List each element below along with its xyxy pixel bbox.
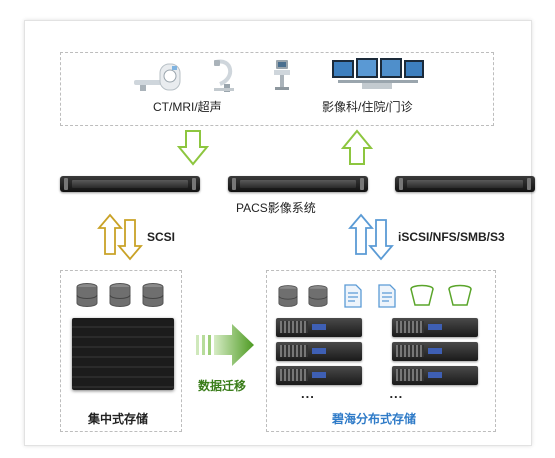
storage-node — [276, 366, 362, 385]
up-arrow-icon — [340, 129, 374, 165]
clinics-label: 影像科/住院/门诊 — [322, 100, 413, 114]
pacs-server-right — [395, 176, 535, 192]
database-icon — [109, 283, 131, 307]
bucket-icon — [448, 284, 472, 306]
storage-node — [392, 366, 478, 385]
document-icon — [378, 284, 396, 308]
more-nodes-ellipsis: ... ... — [301, 386, 404, 401]
ct-scanner-icon — [134, 63, 181, 91]
pacs-server-left — [60, 176, 200, 192]
c-arm-icon — [214, 59, 234, 92]
database-icon — [308, 285, 328, 307]
storage-node — [276, 318, 362, 337]
storage-rack — [72, 318, 174, 390]
database-icon — [278, 285, 298, 307]
scsi-bidirectional-arrow-icon — [97, 213, 143, 261]
down-arrow-icon — [176, 130, 210, 166]
database-icon — [142, 283, 164, 307]
migration-label: 数据迁移 — [198, 379, 247, 393]
centralized-storage-label: 集中式存储 — [88, 412, 149, 426]
bucket-icon — [410, 284, 434, 306]
ip-protocols-label: iSCSI/NFS/SMB/S3 — [398, 230, 505, 244]
pacs-label: PACS影像系统 — [236, 201, 316, 215]
monitor-workstation-icon — [332, 58, 424, 89]
database-icon — [76, 283, 98, 307]
devices-label: CT/MRI/超声 — [153, 100, 222, 114]
storage-node — [392, 318, 478, 337]
ip-bidirectional-arrow-icon — [348, 213, 394, 261]
storage-node — [392, 342, 478, 361]
ultrasound-icon — [274, 60, 290, 90]
migration-arrow-icon — [196, 324, 254, 366]
pacs-server-center — [228, 176, 368, 192]
scsi-label: SCSI — [147, 230, 176, 244]
distributed-storage-label: 碧海分布式存储 — [332, 412, 417, 426]
document-icon — [344, 284, 362, 308]
storage-node — [276, 342, 362, 361]
